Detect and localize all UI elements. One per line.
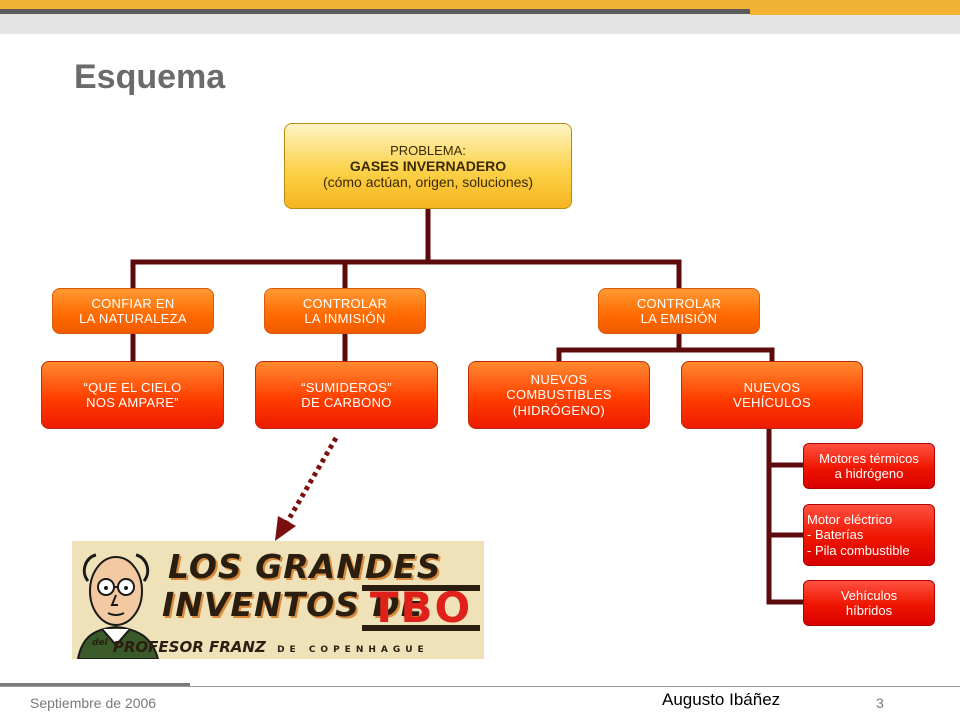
footer-accent-bar (0, 683, 190, 687)
branch-naturaleza-label: CONFIAR EN LA NATURALEZA (79, 295, 187, 326)
comic-subtitle-prefix: del (92, 638, 108, 648)
branch-emision-box: CONTROLAR LA EMISIÓN (598, 288, 760, 334)
footer-date: Septiembre de 2006 (30, 695, 157, 711)
vehicle-motores-box: Motores térmicos a hidrógeno (803, 443, 935, 489)
vehicle-hibridos-label: Vehículos híbridos (840, 587, 898, 618)
footer-divider (0, 686, 960, 687)
header-dark-stripe (0, 9, 750, 14)
comic-subtitle: del PROFESOR FRANZ DE COPENHAGUE (92, 638, 429, 656)
branch-inmision-label: CONTROLAR LA INMISIÓN (302, 295, 388, 326)
vehicle-hibridos-box: Vehículos híbridos (803, 580, 935, 626)
comic-subtitle-name: PROFESOR FRANZ (112, 638, 266, 656)
comic-banner-image: LOS GRANDES INVENTOS DE TBO del PROFESOR… (72, 541, 484, 659)
branch-naturaleza-box: CONFIAR EN LA NATURALEZA (52, 288, 214, 334)
header-accent-bar (0, 0, 960, 9)
comic-subtitle-city: DE COPENHAGUE (277, 645, 429, 655)
comic-title-line1: LOS GRANDES (168, 547, 442, 586)
leaf-vehiculos-box: NUEVOS VEHÍCULOS (681, 361, 863, 429)
leaf-combustibles-box: NUEVOS COMBUSTIBLES (HIDRÓGENO) (468, 361, 650, 429)
slide-title: Esquema (74, 58, 226, 96)
root-problem-box: PROBLEMA: GASES INVERNADERO (cómo actúan… (284, 123, 572, 209)
root-label: PROBLEMA: (390, 142, 466, 158)
leaf-sumideros-box: “SUMIDEROS” DE CARBONO (255, 361, 438, 429)
dotted-arrow-head (275, 516, 296, 541)
leaf-sumideros-label: “SUMIDEROS” DE CARBONO (301, 379, 392, 410)
root-title: GASES INVERNADERO (349, 157, 507, 174)
vehicle-electrico-label: Motor eléctrico - Baterías - Pila combus… (807, 512, 910, 558)
root-subtitle: (cómo actúan, origen, soluciones) (322, 173, 534, 190)
branch-emision-label: CONTROLAR LA EMISIÓN (636, 295, 722, 326)
leaf-cielo-label: “QUE EL CIELO NOS AMPARE” (83, 379, 182, 410)
leaf-combustibles-label: NUEVOS COMBUSTIBLES (HIDRÓGENO) (506, 372, 612, 418)
vehicle-electrico-box: Motor eléctrico - Baterías - Pila combus… (803, 504, 935, 566)
leaf-cielo-box: “QUE EL CIELO NOS AMPARE” (41, 361, 224, 429)
footer-page-number: 3 (876, 695, 884, 711)
branch-inmision-box: CONTROLAR LA INMISIÓN (264, 288, 426, 334)
vehicle-motores-label: Motores térmicos a hidrógeno (819, 450, 919, 481)
footer-author: Augusto Ibáñez (662, 690, 781, 709)
comic-tbo-logo: TBO (362, 585, 480, 631)
leaf-vehiculos-label: NUEVOS VEHÍCULOS (733, 379, 811, 410)
professor-portrait-icon (76, 553, 160, 659)
comic-title-line2: INVENTOS DE (162, 585, 425, 624)
header-accent-tab (750, 9, 960, 15)
dotted-arrow-line (283, 436, 339, 526)
